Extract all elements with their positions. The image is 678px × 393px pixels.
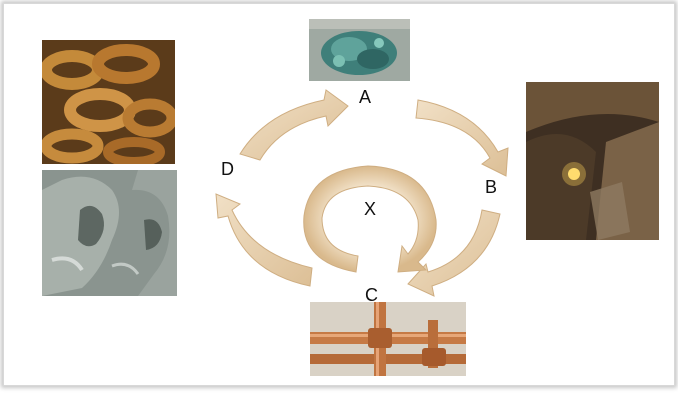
label-x: X <box>364 199 377 219</box>
diagram-frame: A B C D X <box>3 3 675 386</box>
mineral-photo <box>309 19 410 81</box>
label-d: D <box>221 159 234 179</box>
cycle-diagram <box>215 89 509 297</box>
mine-tunnel-photo <box>526 82 659 240</box>
label-c: C <box>365 285 378 305</box>
label-a: A <box>359 87 372 107</box>
arrow-a-to-b <box>415 99 509 177</box>
arrow-d-to-a <box>239 89 349 161</box>
corroded-chain-photo <box>42 40 175 164</box>
arrow-x-cycle <box>303 165 437 273</box>
arrow-c-to-d <box>215 193 313 287</box>
copper-pipes-photo <box>310 302 466 376</box>
weathered-statue-photo <box>42 170 177 296</box>
label-b: B <box>485 177 498 197</box>
arrow-b-to-c <box>407 209 501 297</box>
